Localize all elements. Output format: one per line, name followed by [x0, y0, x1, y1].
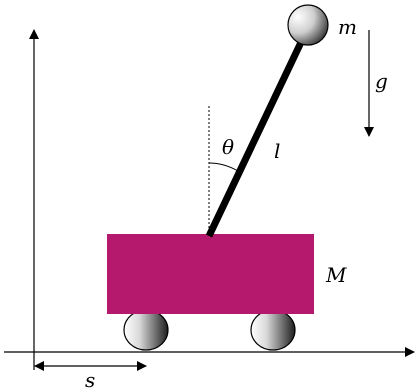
cart-mass-label: M: [325, 263, 347, 287]
pendulum-bob: [287, 4, 329, 46]
cart-body: [107, 234, 314, 314]
left-wheel: [123, 309, 169, 351]
right-wheel: [250, 309, 296, 351]
pendulum-mass-label: m: [338, 15, 357, 39]
angle-label: θ: [222, 135, 234, 159]
cart-position-label: s: [85, 368, 95, 392]
pendulum-length-label: l: [274, 139, 280, 163]
pendulum-rod: [205, 34, 308, 238]
gravity-label: g: [375, 69, 388, 93]
angle-arc: [208, 162, 239, 172]
